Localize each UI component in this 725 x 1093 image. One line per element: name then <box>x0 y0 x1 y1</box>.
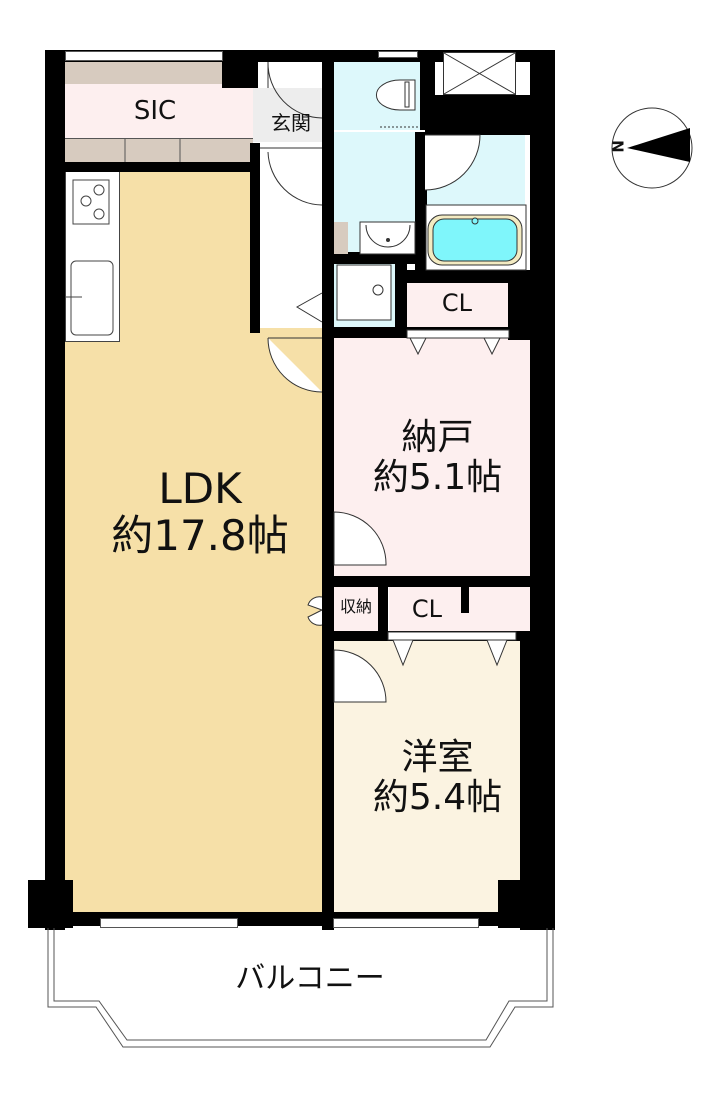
storage-label: 収納 <box>339 597 372 616</box>
window <box>65 51 223 61</box>
storage-room-label: 納戸 約5.1帖 <box>345 417 530 499</box>
storage-floor <box>332 587 380 631</box>
balcony-label: バルコニー <box>235 961 385 996</box>
western-room-size: 約5.4帖 <box>372 777 503 819</box>
ldk-name: LDK <box>158 464 242 513</box>
wall <box>415 132 427 272</box>
wall <box>322 50 334 930</box>
compass-north-label: N <box>609 140 628 153</box>
storage-room-name: 納戸 <box>401 417 474 458</box>
sic-shelf-top <box>65 62 227 84</box>
western-room-name: 洋室 <box>401 737 474 778</box>
ldk-label: LDK 約17.8帖 <box>95 465 305 559</box>
western-room-label: 洋室 約5.4帖 <box>345 737 530 819</box>
storage-room-size: 約5.1帖 <box>372 457 503 499</box>
wall <box>250 143 260 333</box>
wall <box>65 162 260 172</box>
entrance-floor <box>253 88 323 142</box>
closet-top-floor <box>407 283 509 330</box>
window <box>378 51 418 58</box>
ldk-size: 約17.8帖 <box>111 511 289 561</box>
window <box>100 918 238 928</box>
sic-shelf-bottom <box>65 138 253 162</box>
closet-top-label: CL <box>441 289 473 317</box>
wall <box>45 50 65 930</box>
entrance-label: 玄関 <box>271 111 311 135</box>
wall <box>322 576 555 587</box>
wall <box>520 640 555 930</box>
wall <box>222 50 258 88</box>
wall <box>322 252 422 264</box>
window <box>333 918 479 928</box>
wall <box>378 587 388 640</box>
closet-mid-label: CL <box>411 595 443 623</box>
wall <box>425 95 535 135</box>
wall <box>395 270 535 283</box>
wall <box>542 338 555 588</box>
sic-label: SIC <box>133 96 177 126</box>
wall <box>461 587 469 613</box>
